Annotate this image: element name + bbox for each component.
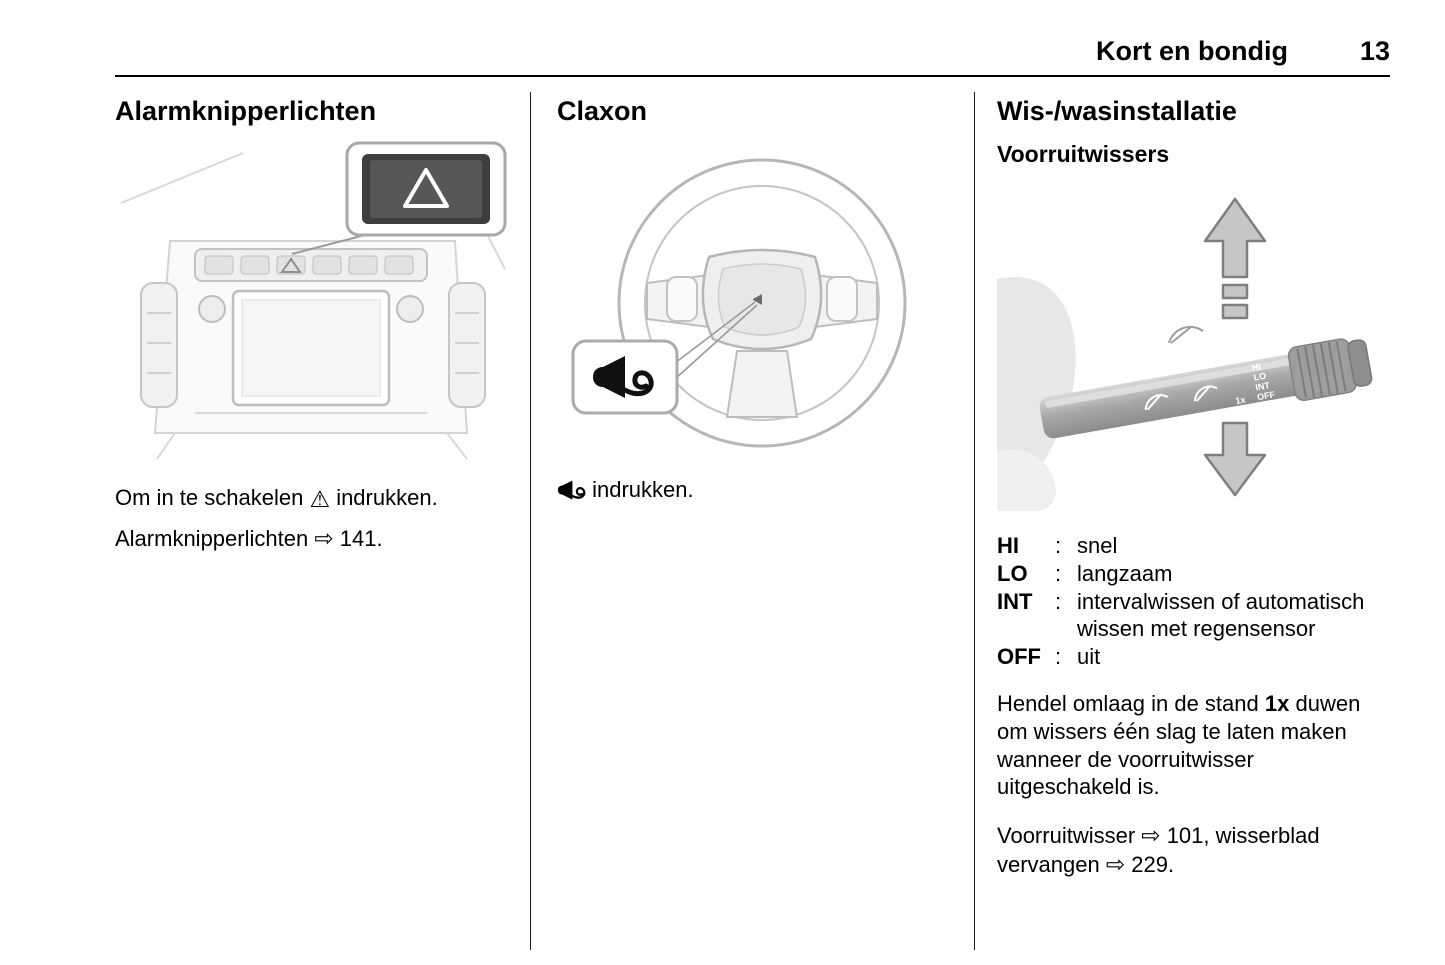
section-heading-hazard: Alarmknipperlichten — [115, 96, 377, 126]
chapter-title: Kort en bondig — [1095, 36, 1288, 66]
position-label: INT — [997, 589, 1033, 615]
position-colon: : — [1055, 561, 1062, 587]
stalk-down-arrow — [1203, 421, 1267, 497]
para1-pre: Hendel omlaag in de stand — [997, 691, 1259, 717]
wiper-positions-list: HI : snel LO : langzaam INT : intervalwi… — [997, 532, 1394, 670]
hazard-warning-icon: ⚠ — [309, 486, 331, 513]
dashboard-figure — [115, 141, 515, 466]
steering-wheel-art — [571, 158, 907, 448]
column-hazard-lights: Alarmknipperlichten — [115, 95, 515, 564]
header-rule — [115, 75, 1390, 77]
hazard-ref-page: 141. — [339, 526, 383, 552]
column-horn: Claxon — [557, 95, 951, 514]
wiper-glyph-icon — [1168, 325, 1204, 344]
wiper-stalk-art: HI LO INT OFF 1x — [997, 197, 1373, 511]
page-ref-arrow-icon: ⇨ — [1141, 822, 1161, 849]
position-label: LO — [997, 561, 1028, 587]
stalk-label-1x: 1x — [1235, 395, 1247, 407]
position-desc: langzaam — [1077, 561, 1173, 587]
para1-post: duwen om wissers één slag te laten maken… — [997, 691, 1361, 800]
column-wipers: Wis-/wasinstallatie Voorruitwissers — [997, 95, 1394, 879]
horn-press-text: indrukken. — [557, 474, 951, 506]
wiper-single-wipe-paragraph: Hendel omlaag in de stand 1x duwen om wi… — [997, 690, 1394, 801]
horn-icon — [557, 477, 586, 502]
steering-wheel-figure — [557, 151, 951, 458]
wiper-stalk-figure: HI LO INT OFF 1x — [997, 183, 1394, 516]
hazard-reference-line: Alarmknipperlichten ⇨ 141. — [115, 522, 515, 555]
horn-mark-on-pad — [753, 294, 762, 306]
stalk-up-arrow — [1203, 197, 1267, 320]
position-colon: : — [1055, 532, 1062, 558]
stalk-label-lo: LO — [1253, 371, 1267, 383]
position-desc: intervalwissen of automatisch wissen met… — [1077, 589, 1365, 642]
hazard-text-post: indrukken. — [336, 485, 438, 511]
column-divider-2 — [974, 92, 975, 950]
page-number: 13 — [1359, 36, 1390, 66]
hazard-ref-text: Alarmknipperlichten — [115, 526, 309, 552]
position-colon: : — [1055, 644, 1062, 670]
stalk-label-hi: HI — [1251, 361, 1262, 372]
horn-icon-large — [593, 356, 654, 399]
para1-bold-1x: 1x — [1264, 691, 1290, 717]
position-desc: snel — [1077, 532, 1118, 558]
wiper-reference-paragraph: Voorruitwisser ⇨ 101, wisserblad vervang… — [997, 821, 1394, 879]
position-label: HI — [997, 532, 1019, 558]
wiper-stalk-lever: HI LO INT OFF 1x — [1039, 338, 1373, 439]
dashboard-figure-art — [120, 141, 507, 461]
para2-text-3: 229. — [1131, 852, 1175, 878]
position-colon: : — [1055, 589, 1062, 615]
page-ref-arrow-icon: ⇨ — [1105, 851, 1126, 878]
para2-text-2: 101, wisserblad vervangen — [997, 823, 1320, 878]
hazard-text-pre: Om in te schakelen — [115, 485, 304, 511]
stalk-label-int: INT — [1255, 380, 1272, 392]
page-ref-arrow-icon: ⇨ — [314, 525, 334, 552]
page-header: Kort en bondig 13 — [115, 36, 1390, 67]
column-divider-1 — [530, 92, 531, 950]
position-label: OFF — [997, 644, 1041, 670]
subheading-front-wipers: Voorruitwissers — [997, 141, 1170, 168]
position-desc: uit — [1077, 644, 1101, 670]
section-heading-wipers: Wis-/wasinstallatie — [997, 96, 1237, 126]
para2-text-1: Voorruitwisser — [997, 823, 1136, 849]
stalk-label-off: OFF — [1256, 389, 1276, 402]
horn-text: indrukken. — [592, 477, 694, 503]
hazard-triangle-icon — [403, 168, 449, 209]
hazard-activate-text: Om in te schakelen ⚠ indrukken. — [115, 482, 515, 514]
section-heading-horn: Claxon — [557, 96, 648, 126]
